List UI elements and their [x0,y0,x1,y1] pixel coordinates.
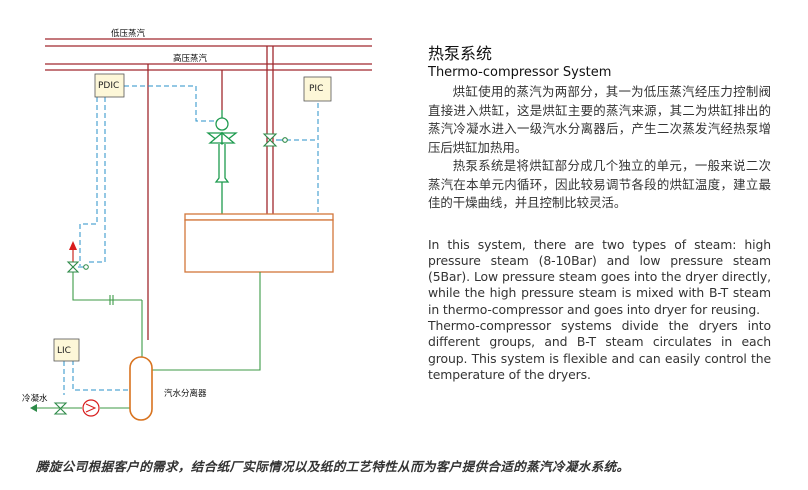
lic-to-separator-signal [72,360,130,391]
pdic-to-compressor-signal [124,85,214,122]
low-pressure-steam-label: 低压蒸汽 [111,28,146,39]
lp-control-valve [262,133,288,147]
pic-to-valve-signal [283,103,319,141]
paragraph-cn-1: 烘缸使用的蒸汽为两部分，其一为低压蒸汽经压力控制阀直接进入烘缸，这是烘缸主要的蒸… [428,84,771,155]
pdic-right-signal [88,97,106,263]
footer-slogan: 腾旋公司根据客户的需求，结合纸厂实际情况以及纸的工艺特性从而为客户提供合适的蒸汽… [36,459,630,474]
pdic-left-signal [79,97,98,266]
description-panel: 热泵系统 Thermo-compressor System 烘缸使用的蒸汽为两部… [428,44,771,383]
thermo-compressor [206,110,238,214]
dryer-to-separator-pipe [152,272,261,371]
separator-label: 汽水分离器 [164,388,207,399]
pdic-label: PDIC [98,81,119,91]
pdic-instrument: PDIC [94,73,125,98]
pic-instrument: PIC [303,76,332,102]
pic-lower-signal [298,103,319,217]
pipe-marker [109,295,114,305]
condensate-label: 冷凝水 [22,393,48,404]
lic-instrument: LIC [53,338,80,362]
paragraph-cn-2: 热泵系统是将烘缸部分成几个独立的单元，一般来说二次蒸汽在本单元内循环，因此较易调… [428,158,771,210]
condensate-pump [82,399,100,417]
steam-vent-arrow-icon [69,241,77,250]
paragraph-en-1: In this system, there are two types of s… [428,236,771,317]
english-description: In this system, there are two types of s… [428,237,771,384]
title-english: Thermo-compressor System [428,65,612,80]
steam-water-separator [129,356,153,421]
condensate-outlet-valve [30,402,68,415]
title-chinese: 热泵系统 [428,44,493,63]
steam-header-pipes [45,38,372,340]
paragraph-en-2: Thermo-compressor systems divide the dry… [428,317,771,382]
condensate-pipes [34,248,261,410]
thermo-compressor-diagram: 低压蒸汽 高压蒸汽 PDIC PIC LIC [22,28,372,421]
pic-label: PIC [309,84,323,94]
outlet-arrow-icon [30,404,37,412]
relief-branch-pipe [72,248,142,301]
relief-valve [66,241,89,273]
lic-label: LIC [57,346,71,356]
dryer [184,213,334,273]
high-pressure-steam-label: 高压蒸汽 [173,53,208,64]
